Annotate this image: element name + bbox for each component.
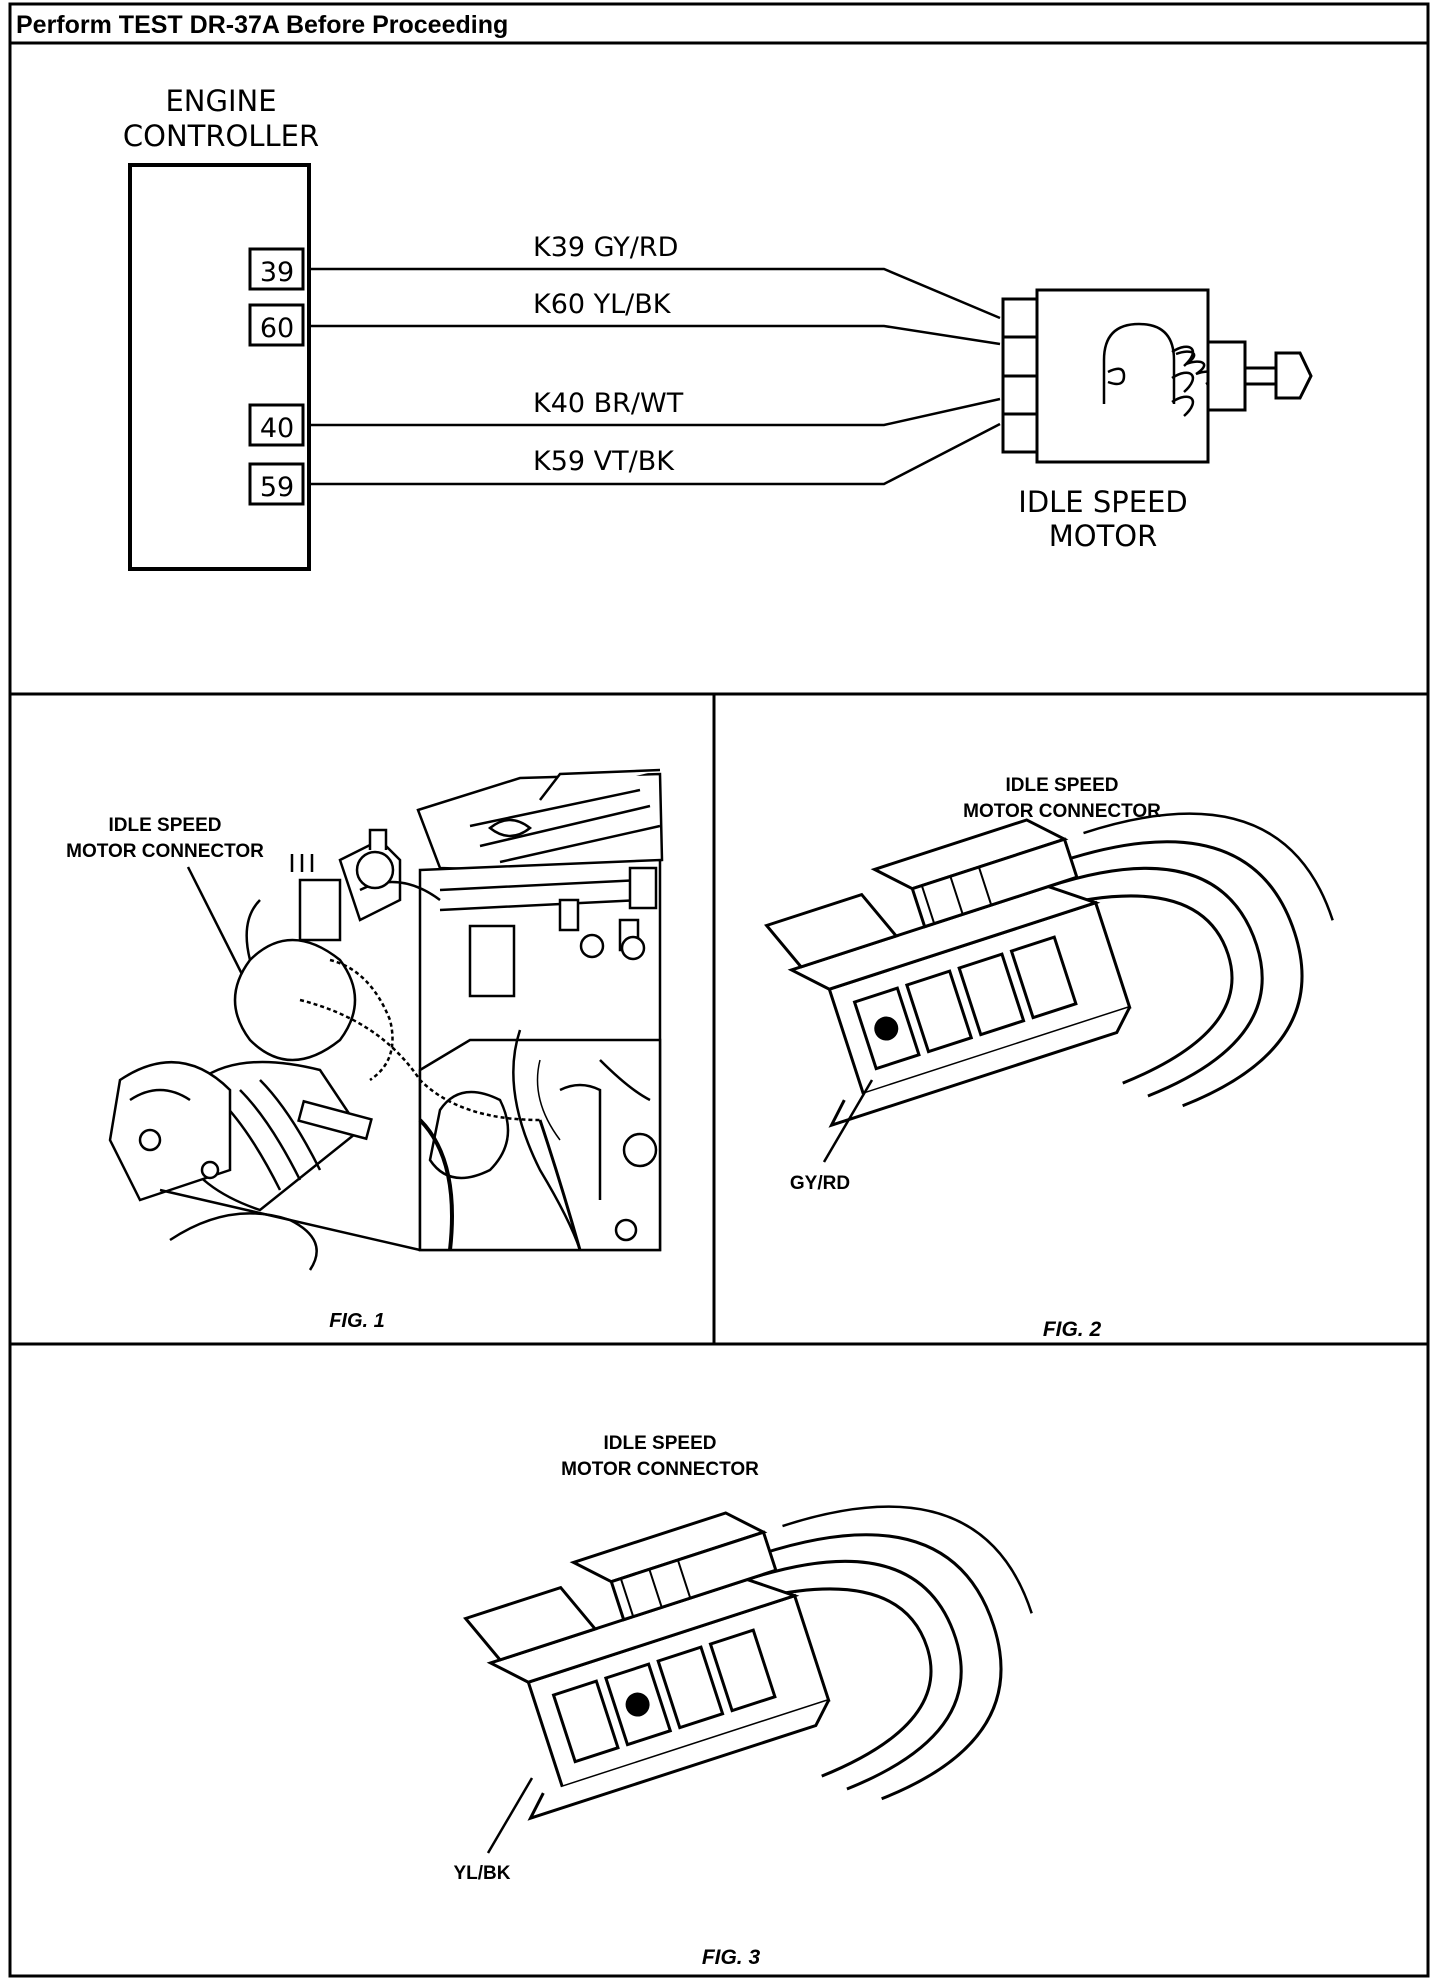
fig3-connector-illustration: IDLE SPEED MOTOR CONNECTOR (454, 1433, 1033, 1969)
wire-k40 (309, 397, 1001, 427)
fig2-leader-line (822, 1079, 874, 1163)
wire-k39 (309, 267, 1001, 320)
fig2-callout-line1: IDLE SPEED (1006, 775, 1119, 796)
fig1-callout-line1: IDLE SPEED (109, 815, 222, 836)
fig2-callout-line2: MOTOR CONNECTOR (963, 801, 1161, 822)
fig3-pin-label: YL/BK (454, 1863, 511, 1884)
fig3-connector-body (463, 1505, 1033, 1821)
wire-k59 (309, 422, 1001, 486)
wire-label-k59: K59 VT/BK (533, 446, 675, 477)
page-frame (8, 2, 1430, 1978)
pin-box-59 (248, 462, 305, 506)
fig2-caption: FIG. 2 (1043, 1318, 1102, 1341)
engine-block-sketch (108, 768, 664, 1271)
wire-harness (309, 267, 1001, 486)
fig3-pin-marker (625, 1692, 650, 1717)
pin-label-40: 40 (260, 413, 294, 444)
fig3-leader-line (486, 1777, 534, 1854)
fig3-callout-line1: IDLE SPEED (604, 1433, 717, 1454)
fig2-pin-label: GY/RD (790, 1173, 850, 1194)
engine-controller-box (128, 163, 311, 571)
header-title: Perform TEST DR-37A Before Proceeding (16, 11, 508, 39)
motor-label-line2: MOTOR (1049, 519, 1158, 553)
fig2-pin-marker (874, 1016, 899, 1041)
controller-label-line2: CONTROLLER (123, 119, 319, 153)
fig2-connector-illustration: IDLE SPEED MOTOR CONNECTOR (764, 775, 1334, 1341)
pin-label-60: 60 (260, 313, 294, 344)
fig2-connector-body (764, 812, 1334, 1128)
fig3-callout-line2: MOTOR CONNECTOR (561, 1459, 759, 1480)
idle-speed-motor-symbol (1001, 288, 1313, 464)
fig3-caption: FIG. 3 (702, 1946, 761, 1969)
controller-label-line1: ENGINE (165, 84, 276, 118)
pin-box-40 (248, 403, 305, 447)
wire-k60 (309, 324, 1001, 346)
fig1-engine-bay-illustration: IDLE SPEED MOTOR CONNECTOR (66, 768, 664, 1332)
motor-label-line1: IDLE SPEED (1018, 485, 1187, 519)
pin-box-60 (248, 303, 305, 347)
pin-box-39 (248, 247, 305, 291)
fig1-caption: FIG. 1 (329, 1310, 385, 1332)
pin-label-39: 39 (260, 257, 294, 288)
wire-label-k40: K40 BR/WT (533, 388, 684, 419)
fig1-callout-line2: MOTOR CONNECTOR (66, 841, 264, 862)
wiring-schematic: ENGINE CONTROLLER 39 60 40 59 K39 GY/RD … (123, 84, 1313, 571)
wire-label-k60: K60 YL/BK (533, 289, 672, 320)
pin-label-59: 59 (260, 472, 294, 503)
wire-label-k39: K39 GY/RD (533, 232, 678, 263)
